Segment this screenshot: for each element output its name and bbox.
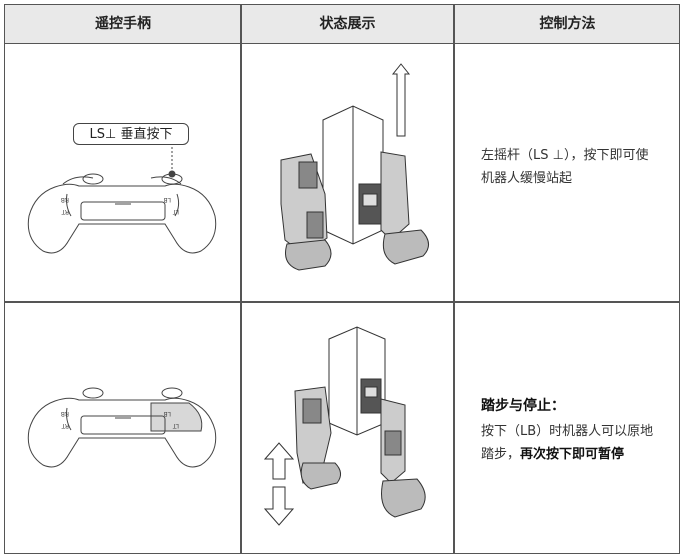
gamepad-illustration: RB RT LB LT xyxy=(27,147,217,254)
rb-label: RB xyxy=(61,410,69,417)
rt-label: RT xyxy=(61,422,69,429)
column-divider-1 xyxy=(240,5,242,553)
row2-controller-cell: RB RT LB LT xyxy=(5,303,240,553)
header-status-display: 状态展示 xyxy=(319,16,376,32)
row2-robot-cell xyxy=(241,303,453,553)
robot-standing-illustration xyxy=(280,63,429,271)
lb-label: LB xyxy=(164,410,171,417)
step-down-arrow-icon xyxy=(263,486,295,526)
ls-press-callout: LS⊥ 垂直按下 xyxy=(73,123,189,145)
lb-highlight xyxy=(150,402,203,432)
robot-stepping-illustration xyxy=(263,326,426,526)
column-divider-2 xyxy=(453,5,455,553)
pause-instruction: 再次按下即可暂停 xyxy=(520,447,625,462)
lt-label: LT xyxy=(172,422,179,429)
header-control-method: 控制方法 xyxy=(539,16,596,32)
lb-label: LB xyxy=(164,196,171,203)
lt-label: LT xyxy=(172,208,179,215)
step-stop-heading: 踏步与停止： xyxy=(481,398,565,414)
row-divider xyxy=(5,301,679,303)
row1-robot-cell xyxy=(241,44,453,301)
step-up-arrow-icon xyxy=(263,442,295,480)
control-table: 遥控手柄 状态展示 控制方法 LS⊥ 垂直按下 RB RT LB LT xyxy=(4,4,680,554)
header-remote-controller: 遥控手柄 xyxy=(95,16,151,32)
row1-controller-cell: LS⊥ 垂直按下 RB RT LB LT xyxy=(5,44,240,301)
up-arrow-icon xyxy=(391,63,411,137)
step-description: 按下（LB）时机器人可以原地踏步， xyxy=(481,424,654,462)
rt-label: RT xyxy=(61,208,69,215)
row2-control-text: 踏步与停止： 按下（LB）时机器人可以原地踏步，再次按下即可暂停 xyxy=(481,395,661,466)
gamepad-illustration-lb: RB RT LB LT xyxy=(27,387,217,468)
row1-control-text: 左摇杆（LS ⊥），按下即可使机器人缓慢站起 xyxy=(481,148,649,186)
rb-label: RB xyxy=(61,196,69,203)
table-header: 遥控手柄 状态展示 控制方法 xyxy=(5,5,679,44)
